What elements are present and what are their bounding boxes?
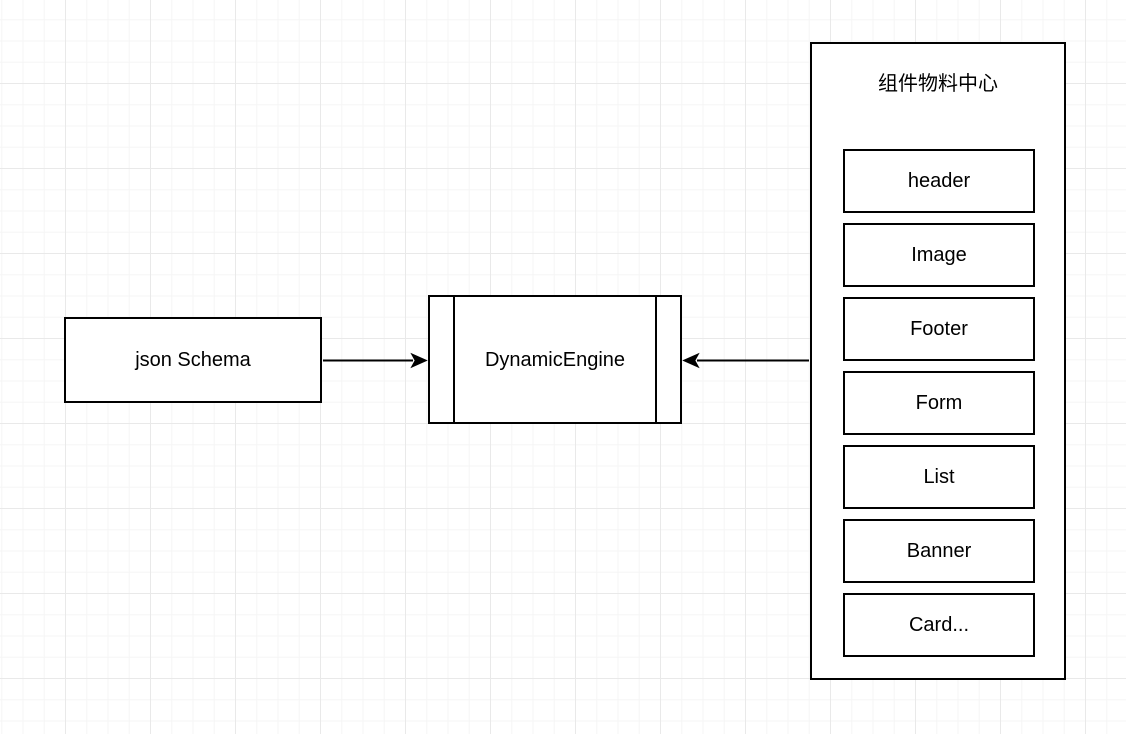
- dynamic-engine-node: DynamicEngine: [428, 295, 682, 424]
- arrow-schema-to-engine: [323, 352, 428, 369]
- component-list: header Image Footer Form List Banner Car…: [843, 149, 1035, 657]
- arrow-material-to-engine: [682, 352, 809, 369]
- component-box: header: [843, 149, 1035, 213]
- component-box: Image: [843, 223, 1035, 287]
- component-box: Card...: [843, 593, 1035, 657]
- json-schema-label: json Schema: [135, 349, 251, 371]
- process-bar-left: [453, 297, 455, 422]
- component-box: Form: [843, 371, 1035, 435]
- component-box: List: [843, 445, 1035, 509]
- material-center-container: 组件物料中心 header Image Footer Form List Ban…: [810, 42, 1066, 680]
- json-schema-node: json Schema: [64, 317, 322, 403]
- process-bar-right: [655, 297, 657, 422]
- component-box: Footer: [843, 297, 1035, 361]
- dynamic-engine-label: DynamicEngine: [484, 348, 626, 371]
- material-center-title: 组件物料中心: [878, 73, 998, 95]
- component-box: Banner: [843, 519, 1035, 583]
